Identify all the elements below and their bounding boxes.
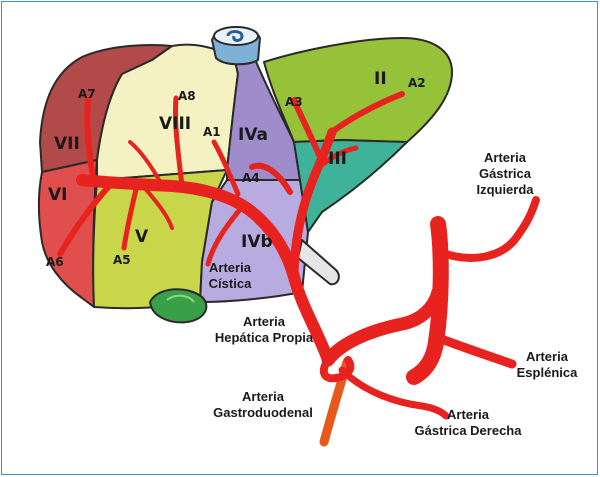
splenic-label-1: Arteria (526, 349, 569, 364)
right-gastric-label-2: Gástrica Derecha (415, 423, 523, 438)
proper-hepatic-label-1: Arteria (243, 314, 286, 329)
hepatic-loop (324, 360, 351, 378)
right-gastric-label-1: Arteria (447, 407, 490, 422)
segment-II-label: II (374, 69, 387, 89)
segment-IVa-label: IVa (238, 125, 268, 145)
segment-II-region (264, 38, 452, 142)
segment-V-label: V (135, 227, 149, 247)
splenic-label-2: Esplénica (517, 365, 578, 380)
left-gastric-artery (440, 200, 536, 258)
artery-A7-label: A7 (78, 87, 96, 101)
segment-VI-label: VI (48, 185, 67, 205)
splenic-artery (436, 337, 512, 364)
segment-VII-label: VII (54, 134, 80, 154)
cystic-artery-label-1: Arteria (209, 260, 252, 275)
artery-A2-label: A2 (408, 76, 426, 90)
artery-A3-label: A3 (285, 95, 303, 109)
common-hepatic-artery (328, 292, 438, 360)
segment-IVb-label: IVb (241, 232, 273, 252)
cystic-artery-label-2: Cística (209, 276, 252, 291)
proper-hepatic-label-2: Hepática Propia (215, 330, 314, 345)
left-gastric-label-2: Gástrica (479, 166, 532, 181)
segment-III-label: III (328, 149, 347, 169)
artery-A6-label: A6 (46, 255, 64, 269)
right-gastric-artery (342, 370, 446, 416)
gastroduodenal-label-1: Arteria (242, 389, 285, 404)
artery-A5-label: A5 (113, 253, 131, 267)
gastroduodenal-label-2: Gastroduodenal (213, 405, 313, 420)
left-gastric-label-1: Arteria (484, 150, 527, 165)
segment-VIII-label: VIII (159, 114, 191, 134)
artery-A8-label: A8 (178, 89, 196, 103)
gallbladder (150, 289, 206, 322)
artery-A4-label: A4 (242, 171, 260, 185)
left-gastric-label-3: Izquierda (476, 182, 534, 197)
vena-cava-lumen (214, 27, 258, 45)
artery-A1-label: A1 (203, 125, 221, 139)
